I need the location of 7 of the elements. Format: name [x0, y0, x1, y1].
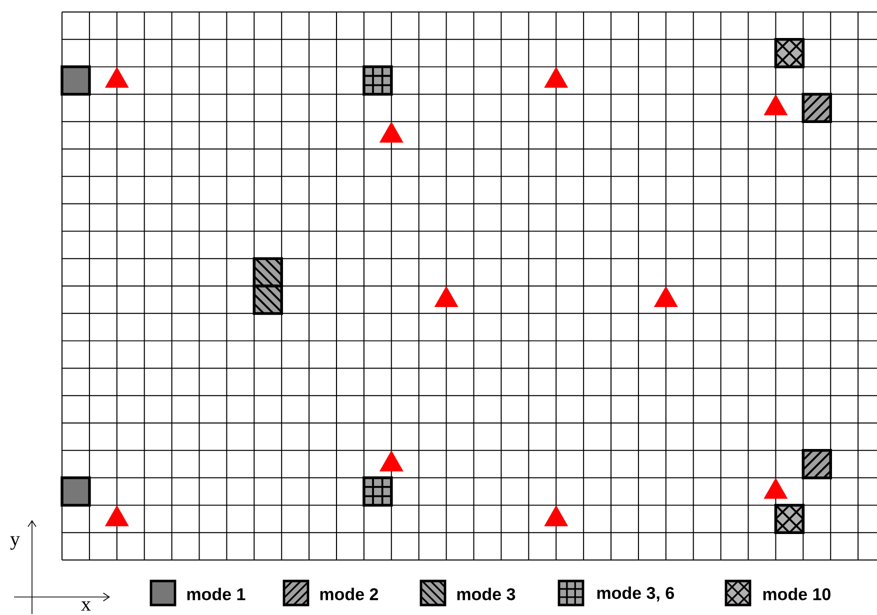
legend-label: mode 3	[457, 588, 516, 600]
legend-label: mode 10	[763, 588, 830, 600]
legend-label: mode 3, 6	[597, 586, 674, 602]
axis-label: x	[81, 601, 91, 611]
legend-label: mode 2	[320, 588, 378, 600]
axis-label: y	[10, 536, 20, 550]
legend-label: mode 1	[187, 588, 246, 600]
